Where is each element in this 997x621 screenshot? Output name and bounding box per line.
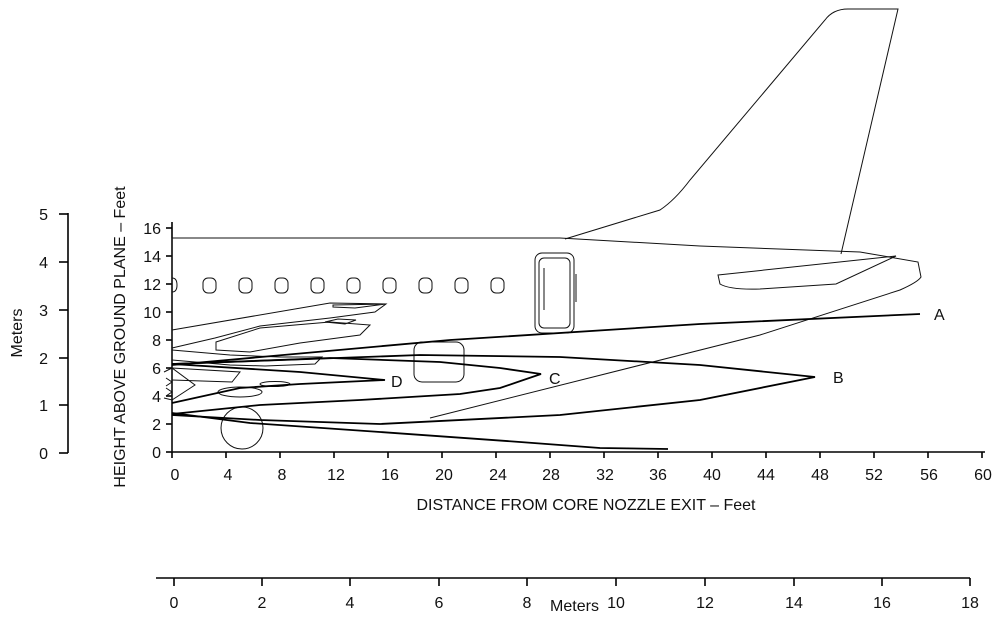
y-meters-tick-0: 0 — [39, 446, 48, 463]
x-meters-tick-16: 16 — [873, 595, 891, 612]
x-feet-tick-8: 8 — [278, 467, 287, 484]
window — [274, 277, 289, 294]
contour-A — [171, 313, 921, 366]
window — [238, 277, 253, 294]
x-feet-tick-52: 52 — [865, 467, 883, 484]
x-feet-tick-4: 4 — [224, 467, 233, 484]
y-meters-tick-3: 3 — [39, 303, 48, 320]
contour-C — [171, 357, 542, 415]
x-axis-feet-ticks — [171, 452, 983, 458]
x-meters-tick-18: 18 — [961, 595, 979, 612]
vertical-stabilizer — [564, 8, 899, 255]
window — [454, 277, 469, 294]
x-meters-tick-10: 10 — [607, 595, 625, 612]
window — [202, 277, 217, 294]
window — [346, 277, 361, 294]
contour-ground — [171, 412, 669, 450]
y-feet-tick-8: 8 — [152, 333, 161, 350]
x-feet-tick-44: 44 — [757, 467, 775, 484]
x-feet-tick-12: 12 — [327, 467, 345, 484]
y-axis-feet-label: HEIGHT ABOVE GROUND PLANE – Feet — [112, 186, 129, 488]
x-feet-tick-24: 24 — [489, 467, 507, 484]
contour-label-D: D — [391, 374, 403, 391]
passenger-door-inner — [538, 257, 571, 329]
blast-contours: A B C D — [171, 307, 945, 450]
x-feet-tick-28: 28 — [542, 467, 560, 484]
y-meters-tick-4: 4 — [39, 255, 48, 272]
y-meters-tick-1: 1 — [39, 398, 48, 415]
y-axis-meters-label: Meters — [9, 309, 26, 358]
x-meters-tick-14: 14 — [785, 595, 803, 612]
y-meters-tick-5: 5 — [39, 207, 48, 224]
x-feet-tick-16: 16 — [381, 467, 399, 484]
y-axis-feet-ticks — [166, 227, 172, 453]
contour-label-B: B — [833, 370, 844, 387]
x-axis-feet-tick-labels: 0 4 8 12 16 20 24 28 32 36 40 44 48 52 5… — [171, 467, 992, 484]
y-feet-tick-16: 16 — [143, 221, 161, 238]
main-wheel — [220, 406, 264, 450]
y-axis-meters-ticks — [59, 213, 68, 454]
contour-label-C: C — [549, 371, 561, 388]
wing-tip — [332, 303, 387, 309]
contour-B — [171, 354, 816, 425]
y-meters-tick-2: 2 — [39, 351, 48, 368]
x-feet-tick-32: 32 — [596, 467, 614, 484]
window — [171, 277, 178, 293]
x-feet-tick-36: 36 — [649, 467, 667, 484]
horizontal-stabilizer — [717, 255, 897, 290]
x-meters-tick-6: 6 — [435, 595, 444, 612]
window — [382, 277, 397, 294]
x-axis-meters-ticks — [173, 578, 971, 586]
y-axis-meters-tick-labels: 0 1 2 3 4 5 — [39, 207, 48, 463]
y-feet-tick-0: 0 — [152, 445, 161, 462]
wing-flap-small — [324, 318, 357, 325]
fuselage-top-line — [172, 237, 922, 419]
engine-inlet — [163, 367, 196, 401]
x-feet-tick-60: 60 — [974, 467, 992, 484]
x-feet-tick-0: 0 — [171, 467, 180, 484]
window — [418, 277, 433, 294]
x-meters-tick-4: 4 — [346, 595, 355, 612]
x-axis-feet-label: DISTANCE FROM CORE NOZZLE EXIT – Feet — [416, 497, 756, 514]
y-axis-feet-tick-labels: 0 2 4 6 8 10 12 14 16 — [143, 221, 161, 462]
y-feet-tick-6: 6 — [152, 361, 161, 378]
x-feet-tick-48: 48 — [811, 467, 829, 484]
contour-label-A: A — [934, 307, 945, 324]
x-feet-tick-56: 56 — [920, 467, 938, 484]
engine-hatch — [165, 377, 173, 397]
cabin-windows — [171, 277, 505, 294]
y-feet-tick-10: 10 — [143, 305, 161, 322]
x-axis-meters-caption: Meters — [550, 598, 599, 615]
x-meters-tick-8: 8 — [523, 595, 532, 612]
window — [310, 277, 325, 294]
wing-flap — [215, 321, 372, 353]
wing-lower — [171, 349, 324, 367]
x-axis-meters-tick-labels: 0 2 4 6 8 10 12 14 16 18 — [170, 595, 979, 612]
x-feet-tick-20: 20 — [435, 467, 453, 484]
x-meters-tick-12: 12 — [696, 595, 714, 612]
passenger-door — [534, 252, 575, 334]
x-meters-tick-2: 2 — [258, 595, 267, 612]
x-meters-tick-0: 0 — [170, 595, 179, 612]
x-feet-tick-40: 40 — [703, 467, 721, 484]
window — [490, 277, 505, 294]
y-feet-tick-12: 12 — [143, 277, 161, 294]
gear-door — [413, 341, 465, 383]
x-axis-meters-label-box: Meters — [0, 598, 997, 616]
wing-upper — [171, 302, 388, 349]
y-feet-tick-14: 14 — [143, 249, 161, 266]
y-feet-tick-2: 2 — [152, 417, 161, 434]
contour-D — [171, 363, 386, 404]
engine-nacelle — [171, 367, 241, 383]
y-feet-tick-4: 4 — [152, 389, 161, 406]
